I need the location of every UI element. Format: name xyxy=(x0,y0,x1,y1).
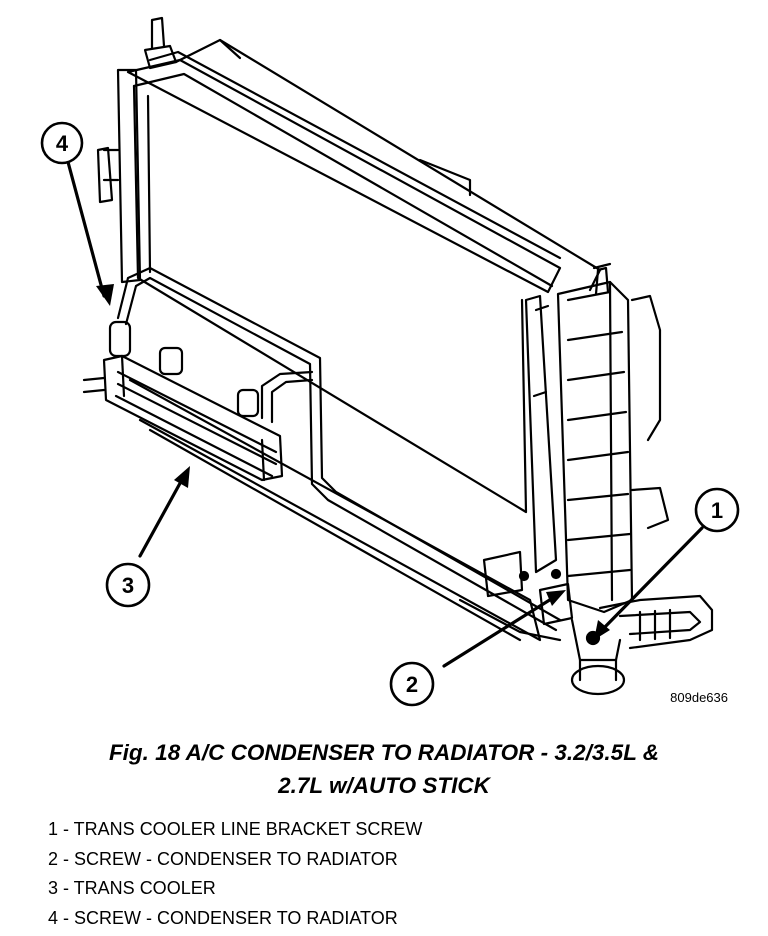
trans-cooler xyxy=(82,320,284,482)
callout-3-leader xyxy=(138,474,186,558)
callout-4-arrowhead xyxy=(96,284,114,306)
callout-1-arrowhead xyxy=(594,620,610,640)
callout-1-label: 1 xyxy=(711,498,723,523)
callout-4-label: 4 xyxy=(56,131,69,156)
callout-3-arrowhead xyxy=(174,466,190,488)
image-code: 809de636 xyxy=(670,690,728,705)
condenser-radiator-illustration: 4 3 2 1 809de636 xyxy=(40,16,740,707)
callout-leaders xyxy=(66,160,704,668)
trans-cooler-lines xyxy=(116,266,562,632)
radiator-assembly xyxy=(96,16,714,696)
callout-1-circle xyxy=(694,487,740,533)
callout-3-circle xyxy=(105,562,151,608)
figure-caption: Fig. 18 A/C CONDENSER TO RADIATOR - 3.2/… xyxy=(0,736,768,802)
callout-4-leader xyxy=(66,160,106,298)
callout-1-leader xyxy=(598,526,704,634)
parts-legend: 1 - TRANS COOLER LINE BRACKET SCREW 2 - … xyxy=(48,815,422,933)
callout-2-circle xyxy=(389,661,435,707)
legend-item: 1 - TRANS COOLER LINE BRACKET SCREW xyxy=(48,819,423,839)
caption-line-1: Fig. 18 A/C CONDENSER TO RADIATOR - 3.2/… xyxy=(108,740,660,765)
callout-2-label: 2 xyxy=(406,672,418,697)
callout-3-label: 3 xyxy=(122,573,134,598)
legend-item: 4 - SCREW - CONDENSER TO RADIATOR xyxy=(48,907,398,928)
callout-2-leader xyxy=(442,594,558,668)
legend-item: 3 - TRANS COOLER xyxy=(48,878,216,898)
callout-4-circle xyxy=(40,121,84,165)
callout-arrowheads xyxy=(96,284,610,640)
callout-circles xyxy=(40,121,740,707)
caption-line-2: 2.7L w/AUTO STICK xyxy=(278,773,490,798)
callout-2-arrowhead xyxy=(546,590,566,606)
legend-item: 2 - SCREW - CONDENSER TO RADIATOR xyxy=(48,848,398,869)
